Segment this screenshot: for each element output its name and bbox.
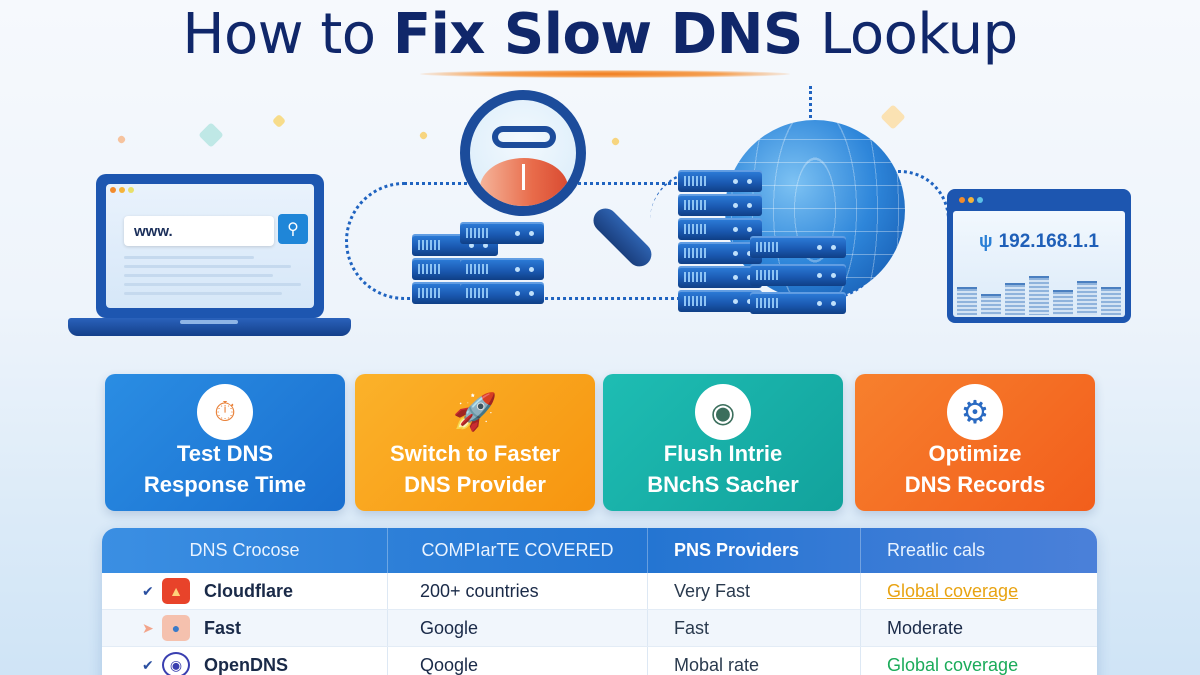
sparkle-decoration	[880, 104, 906, 130]
title-text-post: Lookup	[802, 2, 1018, 67]
sparkle-decoration	[116, 134, 127, 145]
url-input: www.	[124, 216, 274, 246]
search-icon: ⚲	[278, 214, 308, 244]
window-dots	[110, 187, 134, 193]
speed-cell: Fast	[674, 617, 710, 638]
sparkle-decoration	[198, 122, 224, 148]
provider-name: Fast	[204, 617, 242, 638]
provider-name: Cloudflare	[204, 580, 294, 601]
table-row: ➤ ● Fast Google Fast Moderate	[102, 610, 1097, 647]
server-icon	[678, 194, 762, 216]
arrow-icon: ➤	[142, 619, 154, 636]
column-header: DNS Crocose	[102, 528, 388, 573]
cache-rock-icon: ◉	[695, 384, 751, 440]
sparkle-decoration	[610, 136, 621, 147]
title-text-bold: Fix Slow DNS	[392, 2, 803, 67]
table-row: ✔ ▲ Cloudflare 200+ countries Very Fast Gl…	[102, 573, 1097, 610]
notes-link[interactable]: Global coverage	[887, 580, 1019, 601]
magnifier-link-gauge-icon	[460, 90, 586, 216]
server-icon	[750, 292, 846, 314]
fast-logo-icon: ●	[162, 615, 190, 641]
check-icon: ✔	[142, 656, 154, 673]
window-dots	[959, 197, 983, 203]
server-icon	[678, 290, 762, 312]
column-header: PNS Providers	[648, 528, 861, 573]
provider-name: OpenDNS	[204, 654, 289, 675]
server-icon	[678, 242, 762, 264]
server-icon	[460, 222, 544, 244]
server-icon	[750, 264, 846, 286]
server-icon	[678, 266, 762, 288]
server-icon	[750, 236, 846, 258]
speed-cell: Very Fast	[674, 580, 751, 601]
rocket-icon: 🚀	[452, 391, 498, 432]
speed-cell: Mobal rate	[674, 654, 760, 675]
sparkle-decoration	[418, 130, 429, 141]
server-icon	[460, 258, 544, 280]
server-icon	[678, 218, 762, 240]
title-text-pre: How to	[182, 2, 393, 67]
table-header-row: DNS Crocose COMPIarTE COVERED PNS Provid…	[102, 528, 1097, 573]
network-icon: ψ	[979, 231, 993, 251]
stopwatch-icon: ⏱	[197, 384, 253, 440]
ip-address-value: 192.168.1.1	[998, 231, 1099, 252]
gear-icon: ⚙	[947, 384, 1003, 440]
coverage-cell: 200+ countries	[388, 573, 648, 609]
check-icon: ✔	[142, 582, 154, 599]
cloudflare-logo-icon: ▲	[162, 578, 190, 604]
sparkle-decoration	[271, 113, 287, 129]
globe-pin-dots	[809, 86, 812, 124]
coverage-cell: Qoogle	[388, 647, 648, 675]
opendns-logo-icon: ◉	[162, 652, 190, 675]
notes-cell: Moderate	[887, 617, 964, 638]
page-placeholder-lines	[124, 256, 310, 301]
page-title: How to Fix Slow DNS Lookup	[0, 2, 1200, 67]
laptop-illustration: www. ⚲	[96, 174, 324, 318]
notes-cell: Global coverage	[887, 654, 1019, 675]
speed-gauge-icon	[480, 158, 568, 206]
server-icon	[460, 282, 544, 304]
coverage-cell: Google	[388, 610, 648, 646]
server-icon	[678, 170, 762, 192]
table-row: ✔ ◉ OpenDNS Qoogle Mobal rate Global cover…	[102, 647, 1097, 675]
dns-comparison-table: DNS Crocose COMPIarTE COVERED PNS Provid…	[102, 528, 1097, 675]
server-skyline	[957, 269, 1121, 315]
title-underline-swoosh	[420, 70, 790, 78]
column-header: Rreatlic cals	[887, 540, 986, 560]
laptop-base	[68, 318, 351, 336]
chain-link-icon	[492, 126, 556, 148]
column-header: COMPIarTE COVERED	[388, 528, 648, 573]
